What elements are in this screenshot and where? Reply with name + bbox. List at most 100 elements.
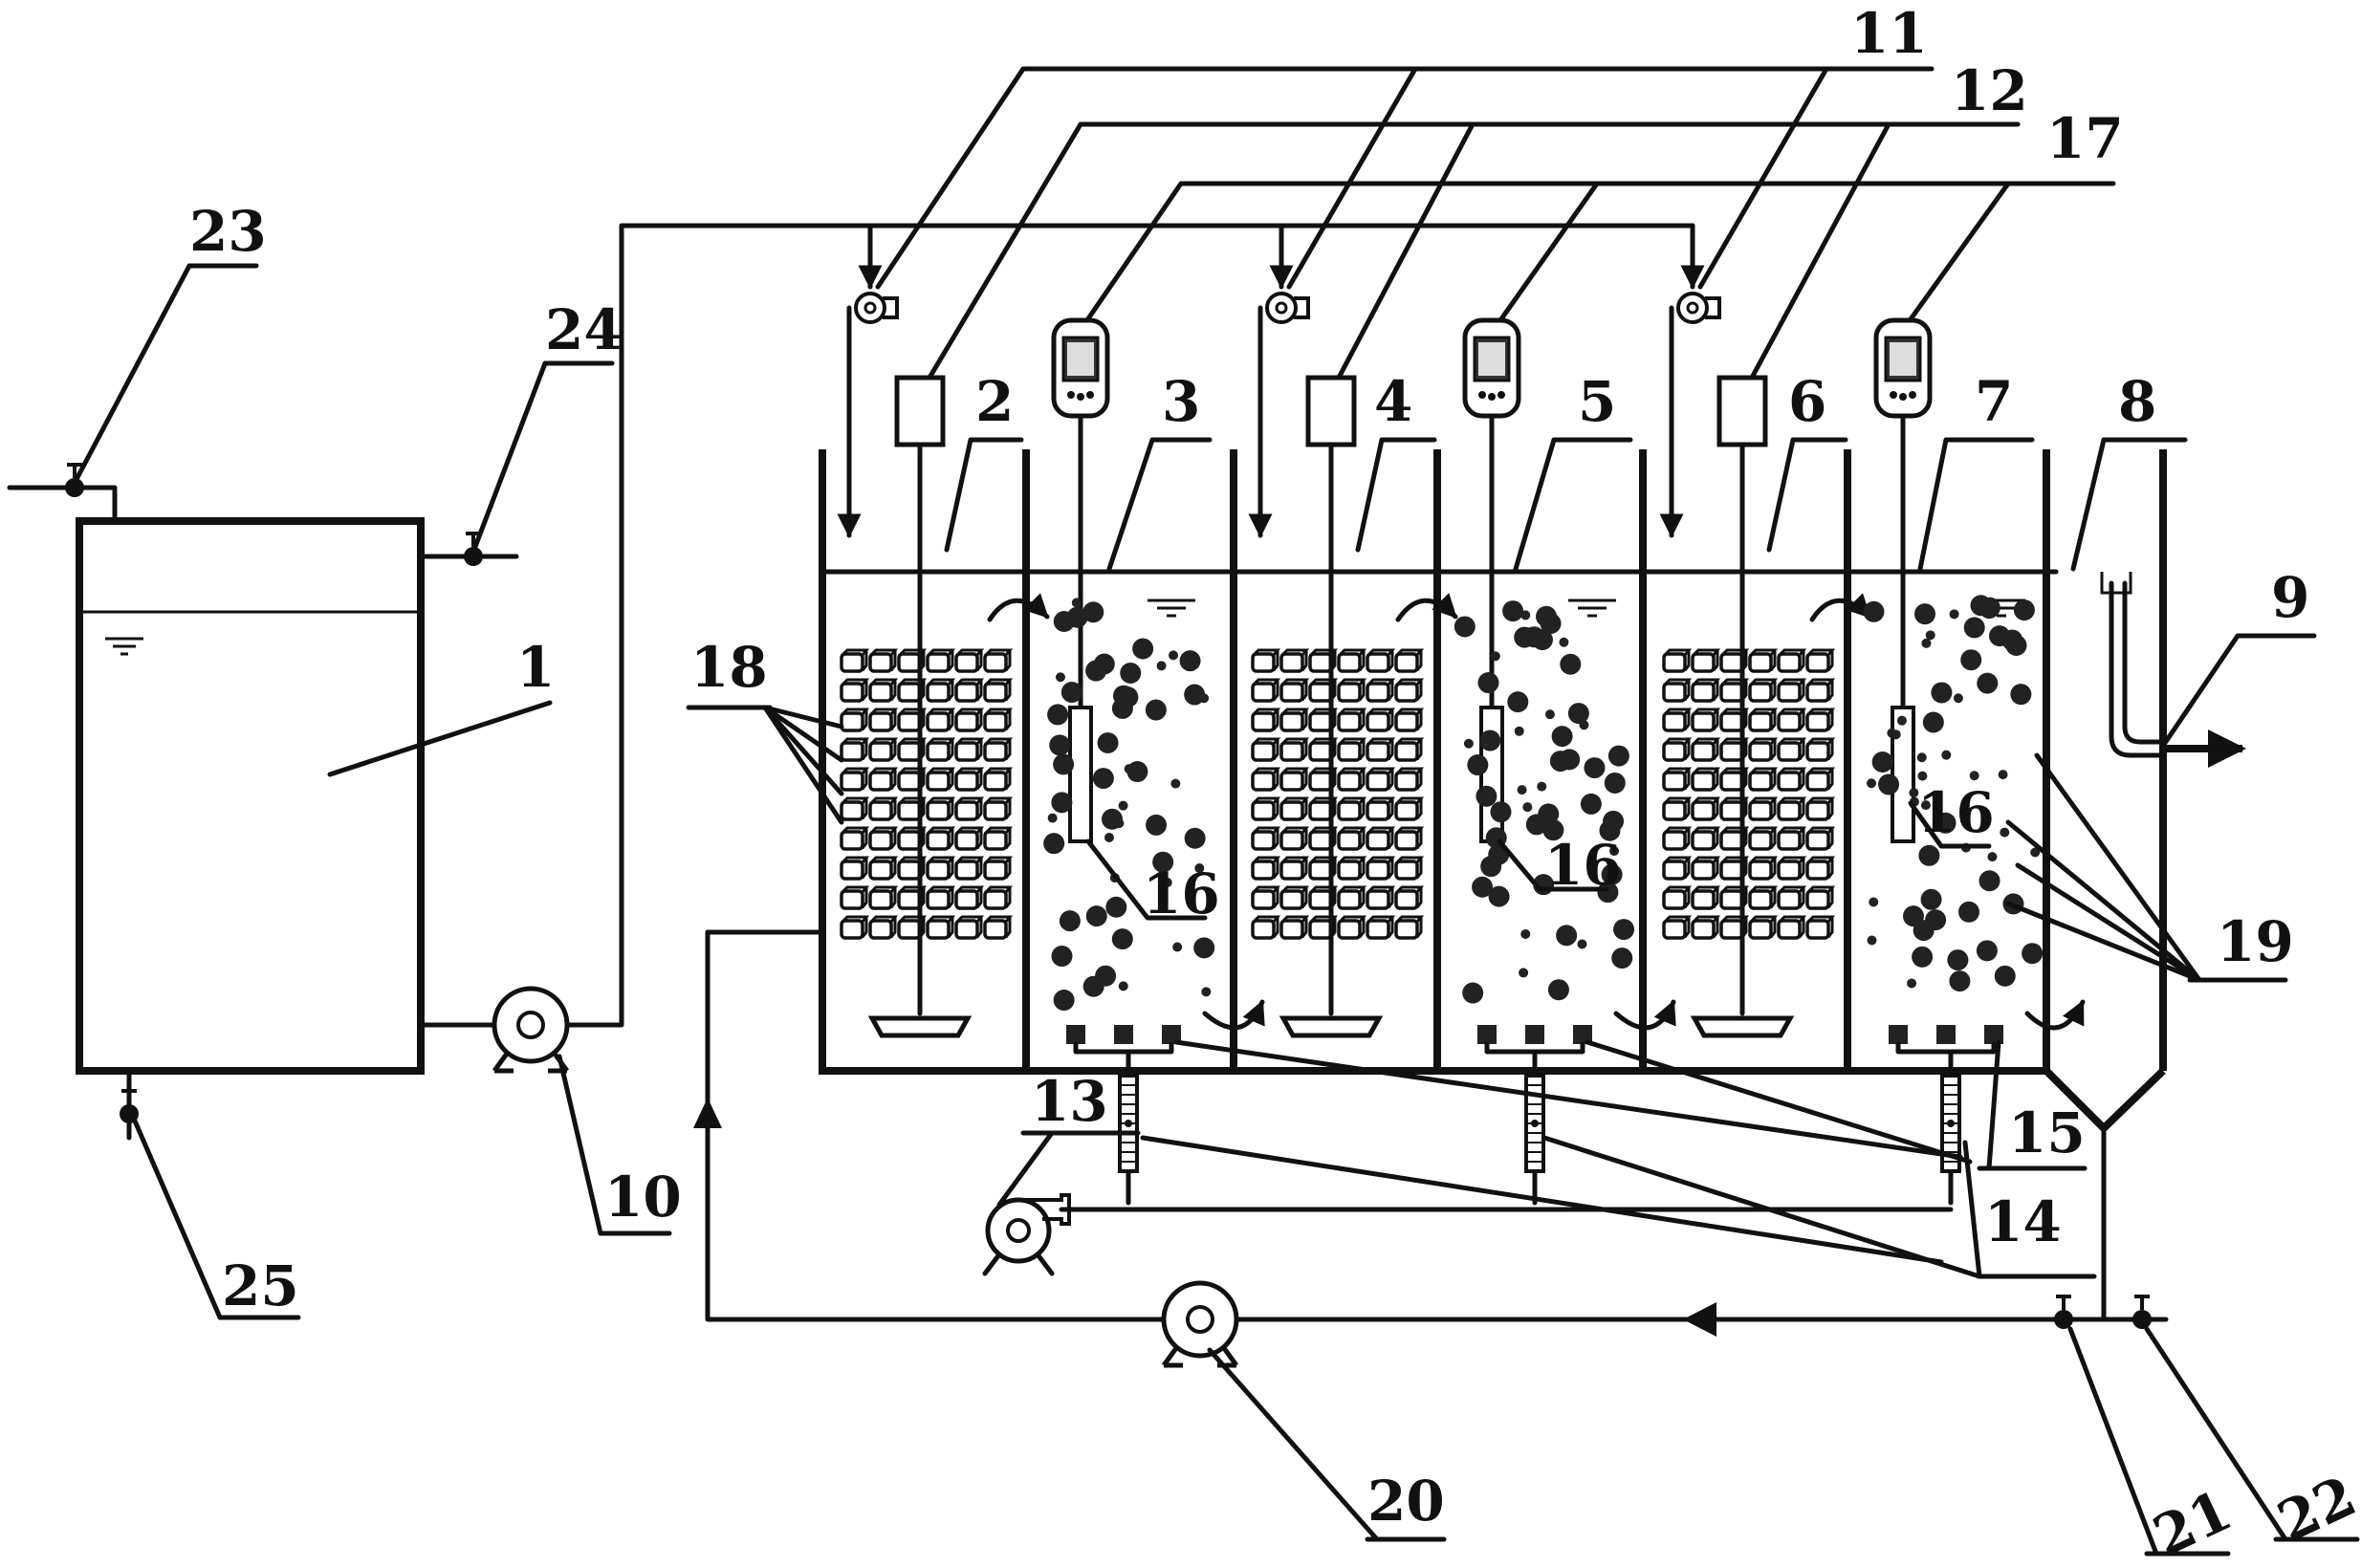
biofilm-bead	[2000, 827, 2010, 838]
biofilm-bead	[1162, 878, 1172, 888]
carrier-media	[1805, 856, 1834, 881]
carrier-media	[1748, 826, 1777, 851]
biofilm-bead	[1043, 833, 1065, 855]
carrier-media	[926, 885, 954, 910]
carrier-media	[954, 678, 983, 703]
biofilm-bead	[1053, 990, 1075, 1012]
biofilm-bead	[1146, 814, 1168, 836]
aerobic-chambers	[1043, 320, 2044, 1055]
biofilm-bead	[1920, 800, 1931, 811]
carrier-media	[1394, 885, 1423, 910]
biofilm-bead	[1963, 617, 1985, 639]
carrier-media	[1251, 856, 1279, 881]
carrier-media	[983, 648, 1012, 673]
biofilm-bead	[1609, 846, 1620, 857]
biofilm-bead	[1049, 734, 1071, 756]
label-5: 5	[1578, 369, 1616, 434]
carrier-media	[1366, 767, 1394, 792]
biofilm-bead	[1560, 653, 1582, 675]
carrier-media	[868, 767, 897, 792]
carrier-media	[1394, 915, 1423, 940]
biofilm-bead	[1577, 939, 1587, 949]
biofilm-bead	[1467, 754, 1489, 776]
carrier-media	[926, 678, 954, 703]
carrier-media	[1251, 826, 1279, 851]
inlet-valve-23	[7, 263, 259, 524]
carrier-media	[1719, 648, 1748, 673]
carrier-media	[1748, 648, 1777, 673]
carrier-media	[1279, 648, 1308, 673]
biofilm-bead	[1567, 703, 1589, 725]
carrier-media	[1662, 885, 1691, 910]
carrier-media	[1719, 856, 1748, 881]
carrier-media	[840, 737, 868, 762]
biofilm-bead	[1201, 987, 1212, 997]
biofilm-bead	[1580, 793, 1602, 815]
carrier-media	[868, 648, 897, 673]
label-7: 7	[1975, 369, 2013, 434]
drain-valve-25	[118, 1068, 301, 1320]
carrier-media	[1777, 767, 1805, 792]
carrier-media	[897, 796, 926, 821]
carrier-media	[840, 796, 868, 821]
carrier-media	[1251, 708, 1279, 732]
carrier-media	[1805, 767, 1834, 792]
carrier-media	[1394, 648, 1423, 673]
carrier-media	[926, 826, 954, 851]
carrier-media	[983, 678, 1012, 703]
carrier-media	[1394, 737, 1423, 762]
biofilm-bead	[1913, 603, 1935, 625]
biofilm-bead	[1871, 751, 1893, 773]
biofilm-bead	[1118, 800, 1128, 811]
carrier-media	[1691, 708, 1719, 732]
carrier-media	[1394, 767, 1423, 792]
biofilm-bead	[1909, 788, 1919, 798]
biofilm-bead	[1925, 909, 1947, 931]
biofilm-bead	[1891, 730, 1901, 740]
carrier-media	[926, 648, 954, 673]
label-3: 3	[1162, 369, 1200, 434]
carrier-media	[1279, 737, 1308, 762]
label-25: 25	[222, 1253, 299, 1318]
biofilm-bead	[2001, 629, 2023, 651]
carrier-media	[1805, 678, 1834, 703]
carrier-media	[1691, 856, 1719, 881]
biofilm-bead	[1502, 600, 1524, 622]
biofilm-bead	[1093, 915, 1104, 926]
biofilm-bead	[1869, 897, 1879, 907]
carrier-media	[926, 708, 954, 732]
carrier-media	[1662, 737, 1691, 762]
biofilm-bead	[1051, 792, 1073, 814]
biofilm-bead	[1907, 978, 1917, 989]
biofilm-bead	[1916, 752, 1927, 763]
carrier-media	[1719, 737, 1748, 762]
anoxic-chambers	[840, 375, 1834, 1035]
biofilm-bead	[1520, 610, 1531, 621]
carrier-media	[1366, 885, 1394, 910]
carrier-media	[1691, 737, 1719, 762]
label-9: 9	[2271, 565, 2309, 630]
carrier-media	[1366, 708, 1394, 732]
carrier-media	[1805, 915, 1834, 940]
carrier-media	[954, 708, 983, 732]
carrier-media	[1691, 796, 1719, 821]
biofilm-bead	[1047, 813, 1058, 823]
carrier-media	[868, 885, 897, 910]
biofilm-bead	[1463, 738, 1474, 749]
biofilm-bead	[1549, 751, 1571, 773]
biofilm-bead	[1977, 672, 1999, 694]
biofilm-bead	[1082, 601, 1104, 623]
carrier-media	[1337, 826, 1366, 851]
leaders-11	[875, 66, 1935, 290]
biofilm-bead	[2022, 943, 2044, 965]
biofilm-bead	[1462, 982, 1484, 1004]
carrier-media	[1662, 856, 1691, 881]
carrier-media	[1308, 856, 1337, 881]
carrier-media	[868, 915, 897, 940]
carrier-media	[897, 737, 926, 762]
carrier-media	[1308, 678, 1337, 703]
carrier-media	[983, 737, 1012, 762]
biofilm-bead	[1547, 979, 1569, 1001]
biofilm-bead	[1132, 638, 1154, 660]
carrier-media	[1719, 767, 1748, 792]
